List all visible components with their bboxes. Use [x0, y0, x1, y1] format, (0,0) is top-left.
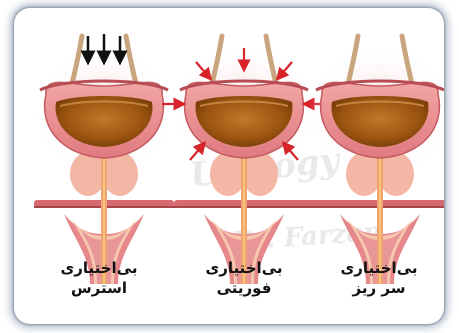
label-stress-line2: استرس: [44, 278, 154, 298]
label-urge-line1: بی‌اختیاری: [189, 258, 299, 278]
panel-overflow-incontinence: [308, 36, 444, 284]
panel-urge-incontinence: [162, 36, 326, 284]
label-urge-line2: فوریتی: [189, 278, 299, 298]
panel-stress-incontinence: [32, 34, 176, 284]
label-overflow-line1: بی‌اختیاری: [324, 258, 434, 278]
label-urge: بی‌اختیاری فوریتی: [189, 258, 299, 298]
label-overflow: بی‌اختیاری سر ریز: [324, 258, 434, 298]
label-stress: بی‌اختیاری استرس: [44, 258, 154, 298]
label-stress-line1: بی‌اختیاری: [44, 258, 154, 278]
label-overflow-line2: سر ریز: [324, 278, 434, 298]
